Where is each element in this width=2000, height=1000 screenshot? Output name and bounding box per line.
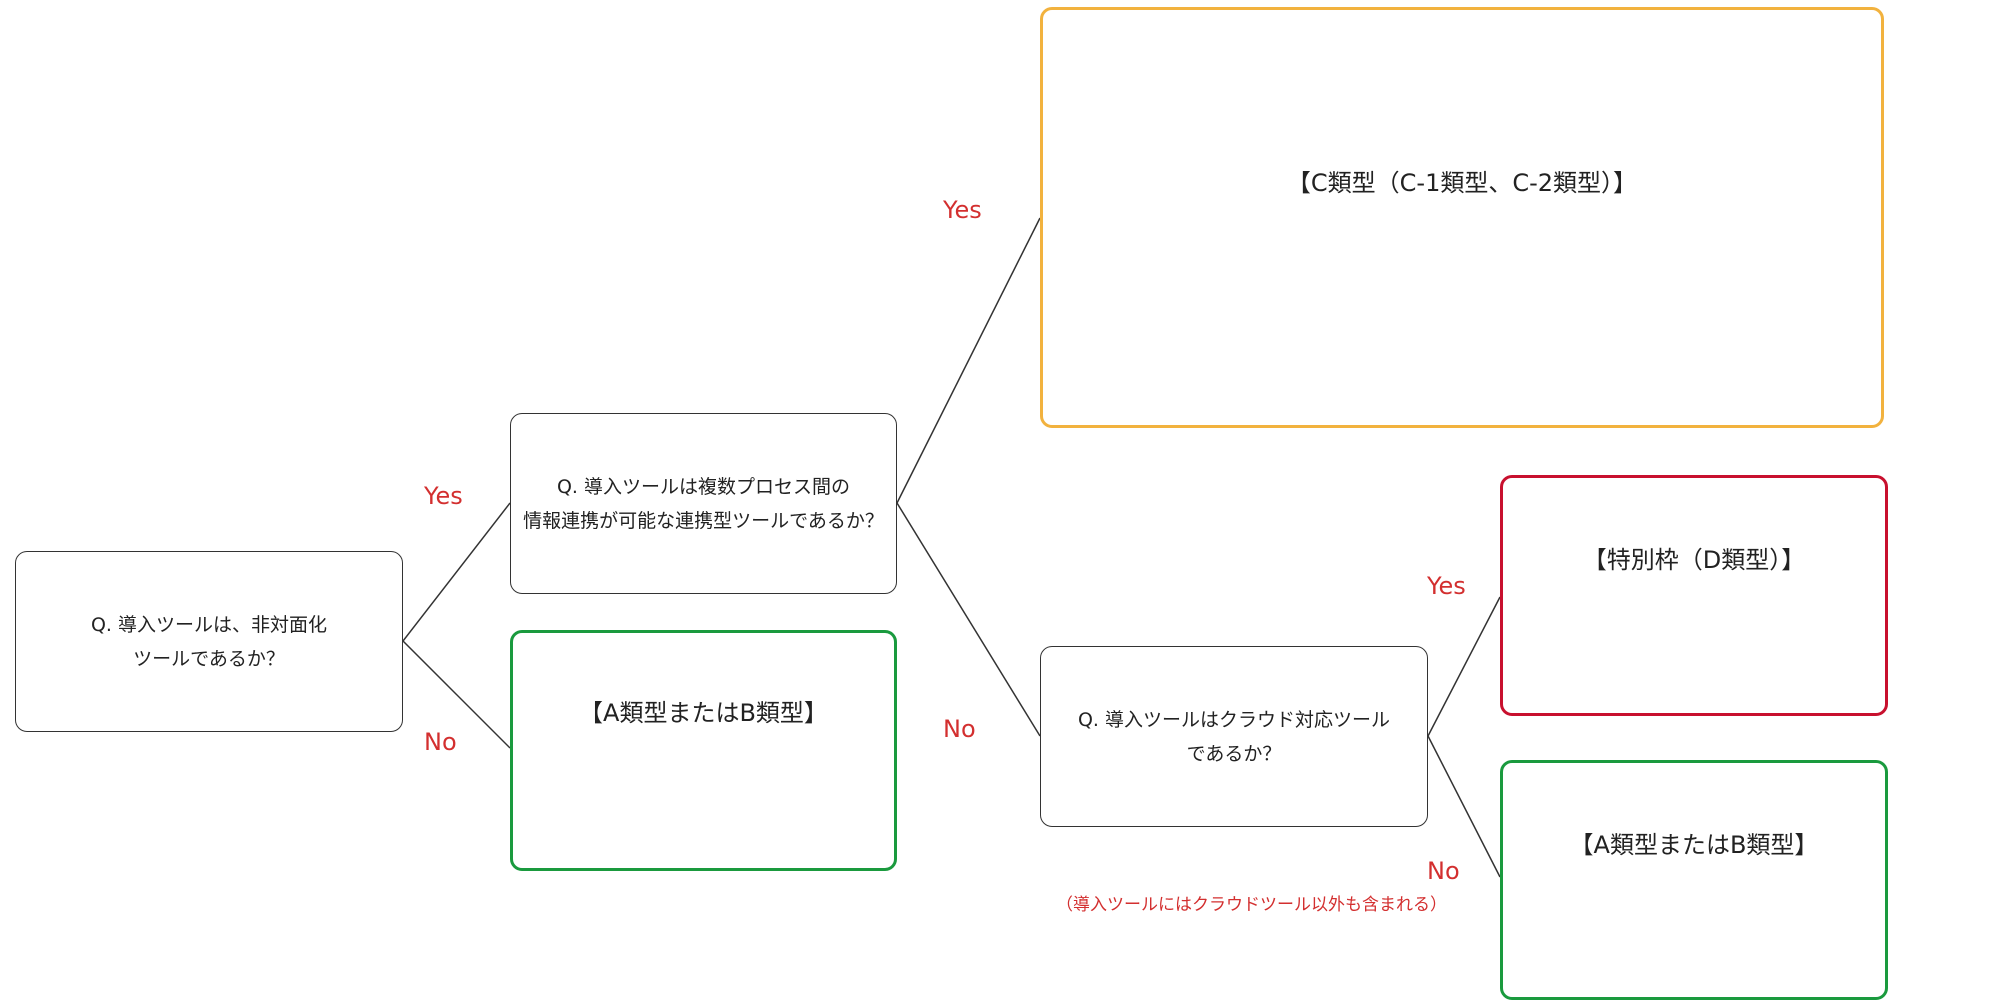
edge-label-q1-yes: Yes (424, 482, 463, 510)
result-label: 【C類型（C-1類型、C-2類型）】 (1286, 169, 1638, 197)
question-text-line-1: Q. 導入ツールは複数プロセス間の (556, 475, 851, 498)
result-label: 【A類型またはB類型】 (579, 699, 828, 727)
result-label: 【A類型またはB類型】 (1569, 831, 1819, 859)
question-box-non-contact-tool: Q. 導入ツールは、非対面化 ツールであるか？ (15, 551, 403, 732)
result-box-ab-type: 【A類型またはB類型】 (510, 630, 897, 871)
edge-label-q3-no: No (1427, 857, 1460, 885)
connector-q3-yes (1427, 596, 1501, 737)
question-text-line-2: 情報連携が可能な連携型ツールであるか？ (523, 509, 884, 532)
result-box-d-type: 【特別枠（D類型）】 (1500, 475, 1888, 716)
question-text-line-2: であるか？ (1186, 742, 1282, 765)
question-box-linked-tool: Q. 導入ツールは複数プロセス間の 情報連携が可能な連携型ツールであるか？ (510, 413, 897, 594)
connector-q3-no (1427, 735, 1501, 878)
connector-q1-no (402, 640, 511, 749)
edge-label-q2-no: No (943, 715, 976, 743)
connector-q1-yes (402, 502, 511, 642)
edge-label-q2-yes: Yes (943, 196, 982, 224)
cloud-note: （導入ツールにはクラウドツール以外も含まれる） (1056, 895, 1447, 915)
edge-label-q3-yes: Yes (1427, 572, 1466, 600)
question-text-line-1: Q. 導入ツールはクラウド対応ツール (1077, 708, 1391, 731)
question-text-line-1: Q. 導入ツールは、非対面化 (90, 613, 328, 636)
connector-q2-no (896, 502, 1041, 737)
question-box-cloud-tool: Q. 導入ツールはクラウド対応ツール であるか？ (1040, 646, 1428, 827)
connector-q2-yes (896, 217, 1041, 504)
result-label: 【特別枠（D類型）】 (1582, 546, 1806, 574)
edge-label-q1-no: No (424, 728, 457, 756)
question-text-line-2: ツールであるか？ (133, 647, 285, 670)
result-box-ab-type-cloud: 【A類型またはB類型】 (1500, 760, 1888, 1000)
result-box-c-type: 【C類型（C-1類型、C-2類型）】 (1040, 7, 1884, 428)
